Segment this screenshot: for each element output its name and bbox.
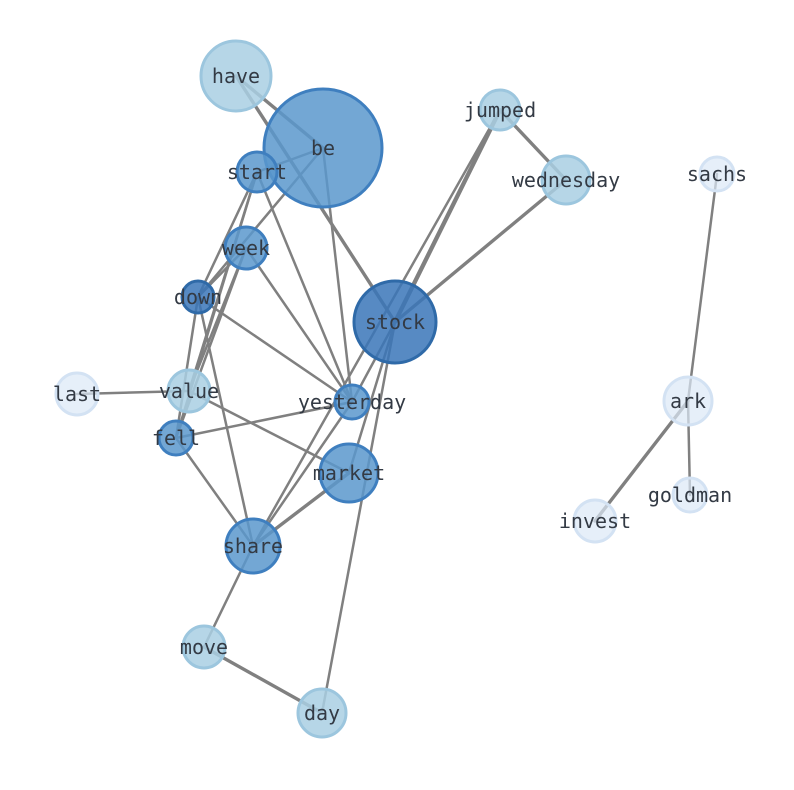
node-label-value: value [159, 379, 219, 403]
node-value[interactable]: value [159, 368, 219, 414]
node-circle-be [262, 87, 384, 209]
node-label-day: day [304, 701, 340, 725]
node-label-jumped: jumped [464, 98, 536, 122]
node-fell[interactable]: fell [152, 419, 200, 457]
node-stock[interactable]: stock [352, 279, 438, 365]
node-label-fell: fell [152, 426, 200, 450]
node-last[interactable]: last [53, 371, 101, 417]
node-goldman[interactable]: goldman [648, 476, 732, 514]
node-sachs[interactable]: sachs [687, 155, 747, 193]
node-circle-day [296, 687, 348, 739]
node-move[interactable]: move [180, 624, 228, 670]
node-label-wednesday: wednesday [512, 168, 620, 192]
edge-down-yesterday [196, 295, 354, 404]
edge-start-down [196, 170, 259, 299]
node-label-stock: stock [365, 310, 425, 334]
node-label-invest: invest [559, 509, 631, 533]
edge-yesterday-share [251, 400, 354, 548]
node-circle-wednesday [540, 154, 592, 206]
node-week[interactable]: week [222, 225, 270, 271]
node-label-week: week [222, 236, 270, 260]
node-label-last: last [53, 382, 101, 406]
edge-week-value [187, 246, 248, 393]
edge-down-fell [174, 295, 200, 440]
node-market[interactable]: market [313, 442, 385, 504]
edge-sachs-ark [686, 172, 719, 403]
node-label-ark: ark [670, 389, 706, 413]
node-circle-value [166, 368, 212, 414]
node-layer: have be jumped wednesday sachs start week down s… [53, 39, 747, 739]
node-circle-fell [157, 419, 195, 457]
node-circle-jumped [478, 88, 522, 132]
node-down[interactable]: down [174, 279, 222, 315]
node-circle-goldman [671, 476, 709, 514]
node-label-yesterday: yesterday [298, 390, 406, 414]
node-start[interactable]: start [227, 150, 287, 194]
node-share[interactable]: share [223, 517, 283, 575]
node-label-down: down [174, 285, 222, 309]
node-label-be: be [311, 136, 335, 160]
node-circle-sachs [698, 155, 736, 193]
edge-yesterday-fell [174, 400, 354, 440]
node-jumped[interactable]: jumped [464, 88, 536, 132]
node-have[interactable]: have [199, 39, 273, 113]
edge-start-value [187, 170, 259, 393]
node-be[interactable]: be [262, 87, 384, 209]
edge-down-share [196, 295, 255, 548]
edge-start-yesterday [255, 170, 354, 404]
node-label-market: market [313, 461, 385, 485]
node-label-sachs: sachs [687, 162, 747, 186]
node-invest[interactable]: invest [559, 498, 631, 544]
node-circle-have [199, 39, 273, 113]
node-yesterday[interactable]: yesterday [298, 383, 406, 421]
node-label-start: start [227, 160, 287, 184]
node-circle-week [223, 225, 269, 271]
node-label-move: move [180, 635, 228, 659]
node-label-share: share [223, 534, 283, 558]
node-circle-invest [572, 498, 618, 544]
node-circle-last [54, 371, 100, 417]
edge-stock-day [320, 320, 397, 715]
edge-week-yesterday [244, 246, 354, 404]
node-circle-yesterday [333, 383, 371, 421]
node-label-have: have [212, 64, 260, 88]
node-day[interactable]: day [296, 687, 348, 739]
node-circle-stock [352, 279, 438, 365]
node-circle-move [181, 624, 227, 670]
node-circle-start [235, 150, 279, 194]
node-circle-market [318, 442, 380, 504]
node-circle-down [180, 279, 216, 315]
node-label-goldman: goldman [648, 483, 732, 507]
node-circle-ark [662, 375, 714, 427]
node-ark[interactable]: ark [662, 375, 714, 427]
node-circle-share [224, 517, 282, 575]
node-wednesday[interactable]: wednesday [512, 154, 620, 206]
